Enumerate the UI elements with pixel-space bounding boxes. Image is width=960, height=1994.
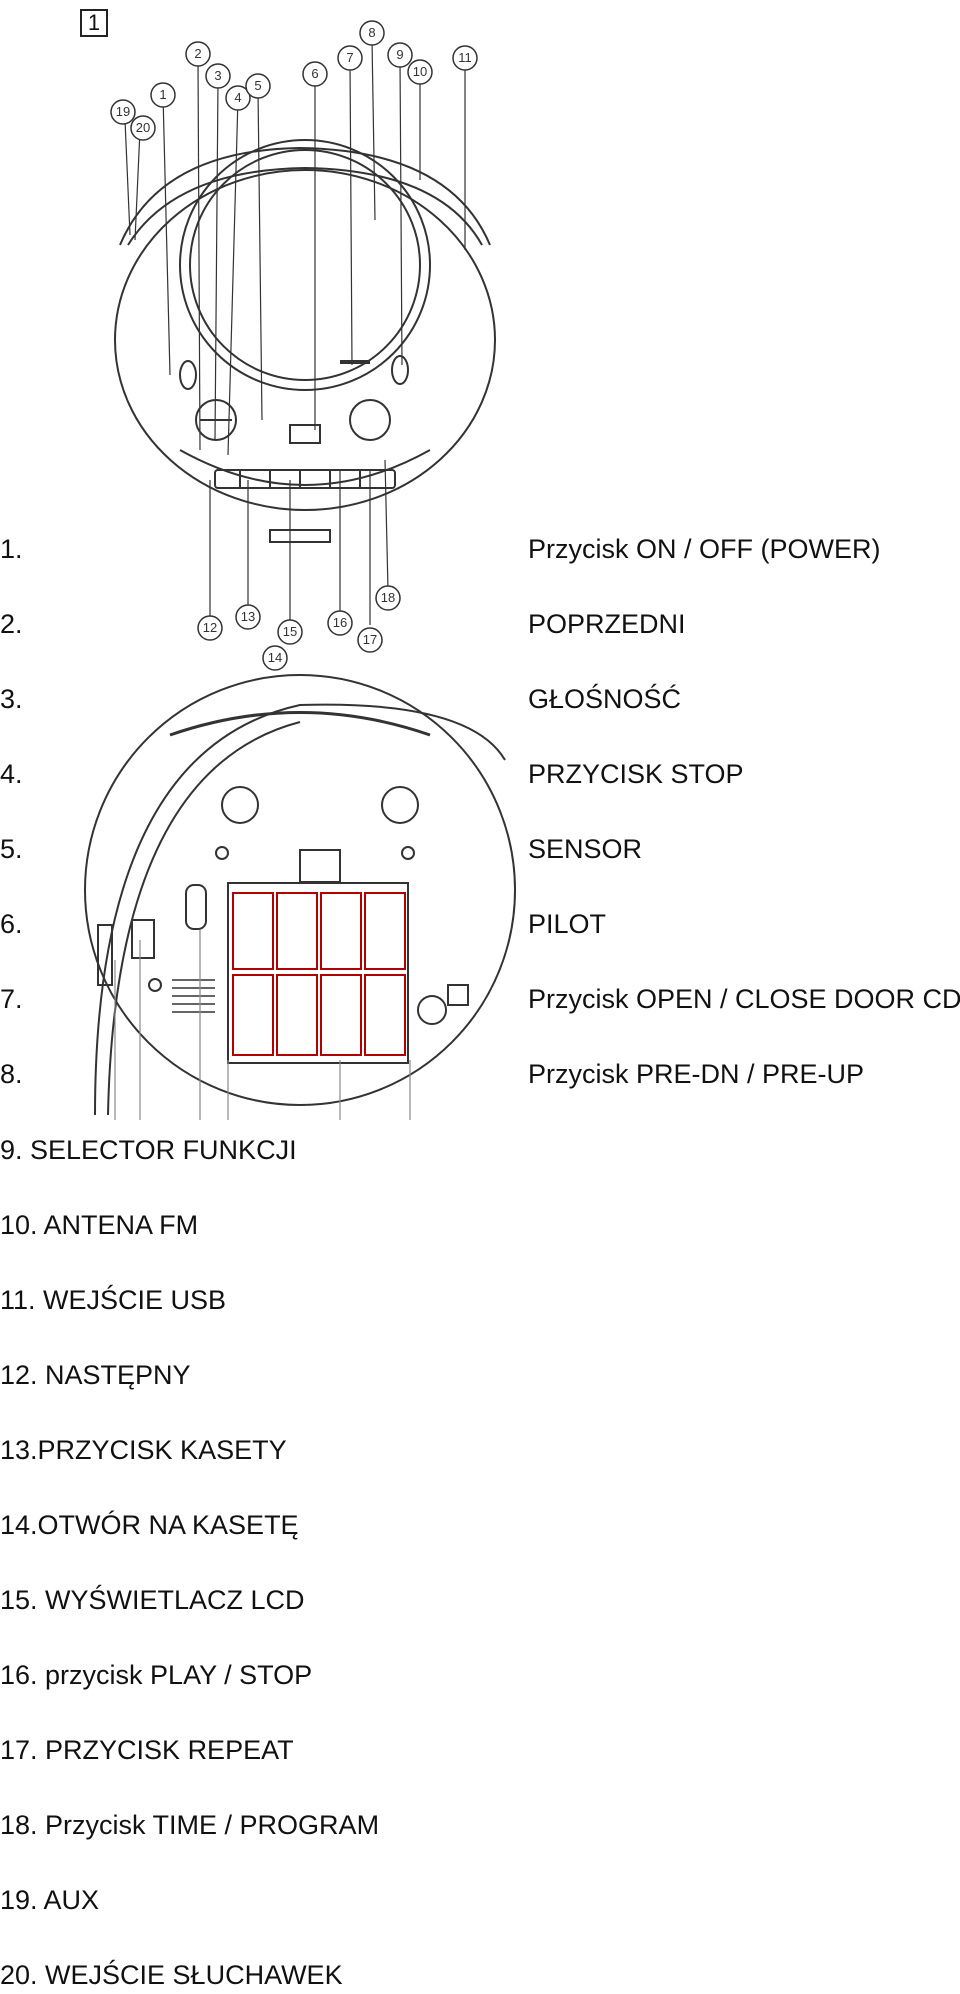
item-number: 3. [0,684,23,714]
list-item: 17. PRZYCISK REPEAT [0,1735,294,1765]
list-item: 9. SELECTOR FUNKCJI [0,1135,297,1165]
device-diagram: 19 20 1 2 3 4 5 6 7 8 9 10 11 12 13 14 1… [84,20,516,1120]
callout-19: 19 [116,104,130,119]
callout-6: 6 [311,66,318,81]
callout-16: 16 [333,615,347,630]
item-number: 8. [0,1059,23,1089]
item-text: PRZYCISK STOP [528,759,744,789]
callout-numbers: 19 20 1 2 3 4 5 6 7 8 9 10 11 12 13 14 1… [116,25,472,665]
callout-8: 8 [368,25,375,40]
item-text: Przycisk OPEN / CLOSE DOOR CD [528,984,960,1014]
callout-11: 11 [458,50,472,65]
list-item: 13.PRZYCISK KASETY [0,1435,287,1465]
list-item: 20. WEJŚCIE SŁUCHAWEK [0,1960,343,1990]
callout-7: 7 [346,50,353,65]
callout-13: 13 [241,609,255,624]
callout-1: 1 [159,87,166,102]
list-item: 19. AUX [0,1885,100,1915]
callout-17: 17 [363,632,377,647]
callout-5: 5 [254,78,261,93]
front-view-drawing [114,39,496,640]
figure-number-label: 1 [80,9,108,37]
callout-12: 12 [203,620,217,635]
callout-15: 15 [283,624,297,639]
list-item: 16. przycisk PLAY / STOP [0,1660,313,1690]
item-number: 6. [0,909,23,939]
callout-2: 2 [194,46,201,61]
list-item: 12. NASTĘPNY [0,1360,191,1390]
item-text: Przycisk PRE-DN / PRE-UP [528,1059,865,1089]
item-text: Przycisk ON / OFF (POWER) [528,534,881,564]
item-text: SENSOR [528,834,643,864]
callout-10: 10 [413,64,427,79]
item-text: POPRZEDNI [528,609,686,639]
callout-20: 20 [136,120,150,135]
item-number: 5. [0,834,23,864]
callout-9: 9 [396,47,403,62]
list-item: 15. WYŚWIETLACZ LCD [0,1585,305,1615]
callout-14: 14 [268,650,282,665]
callout-markers [110,20,478,671]
item-number: 1. [0,534,23,564]
callout-3: 3 [214,68,221,83]
list-item: 11. WEJŚCIE USB [0,1285,227,1315]
callout-4: 4 [234,90,241,105]
item-number: 2. [0,609,23,639]
callout-18: 18 [381,590,395,605]
item-number: 7. [0,984,23,1014]
item-text: PILOT [528,909,607,939]
list-item: 18. Przycisk TIME / PROGRAM [0,1810,380,1840]
list-item: 10. ANTENA FM [0,1210,199,1240]
list-item: 14.OTWÓR NA KASETĘ [0,1510,299,1540]
item-number: 4. [0,759,23,789]
rear-view-drawing [84,674,516,1120]
item-text: GŁOŚNOŚĆ [528,684,682,714]
